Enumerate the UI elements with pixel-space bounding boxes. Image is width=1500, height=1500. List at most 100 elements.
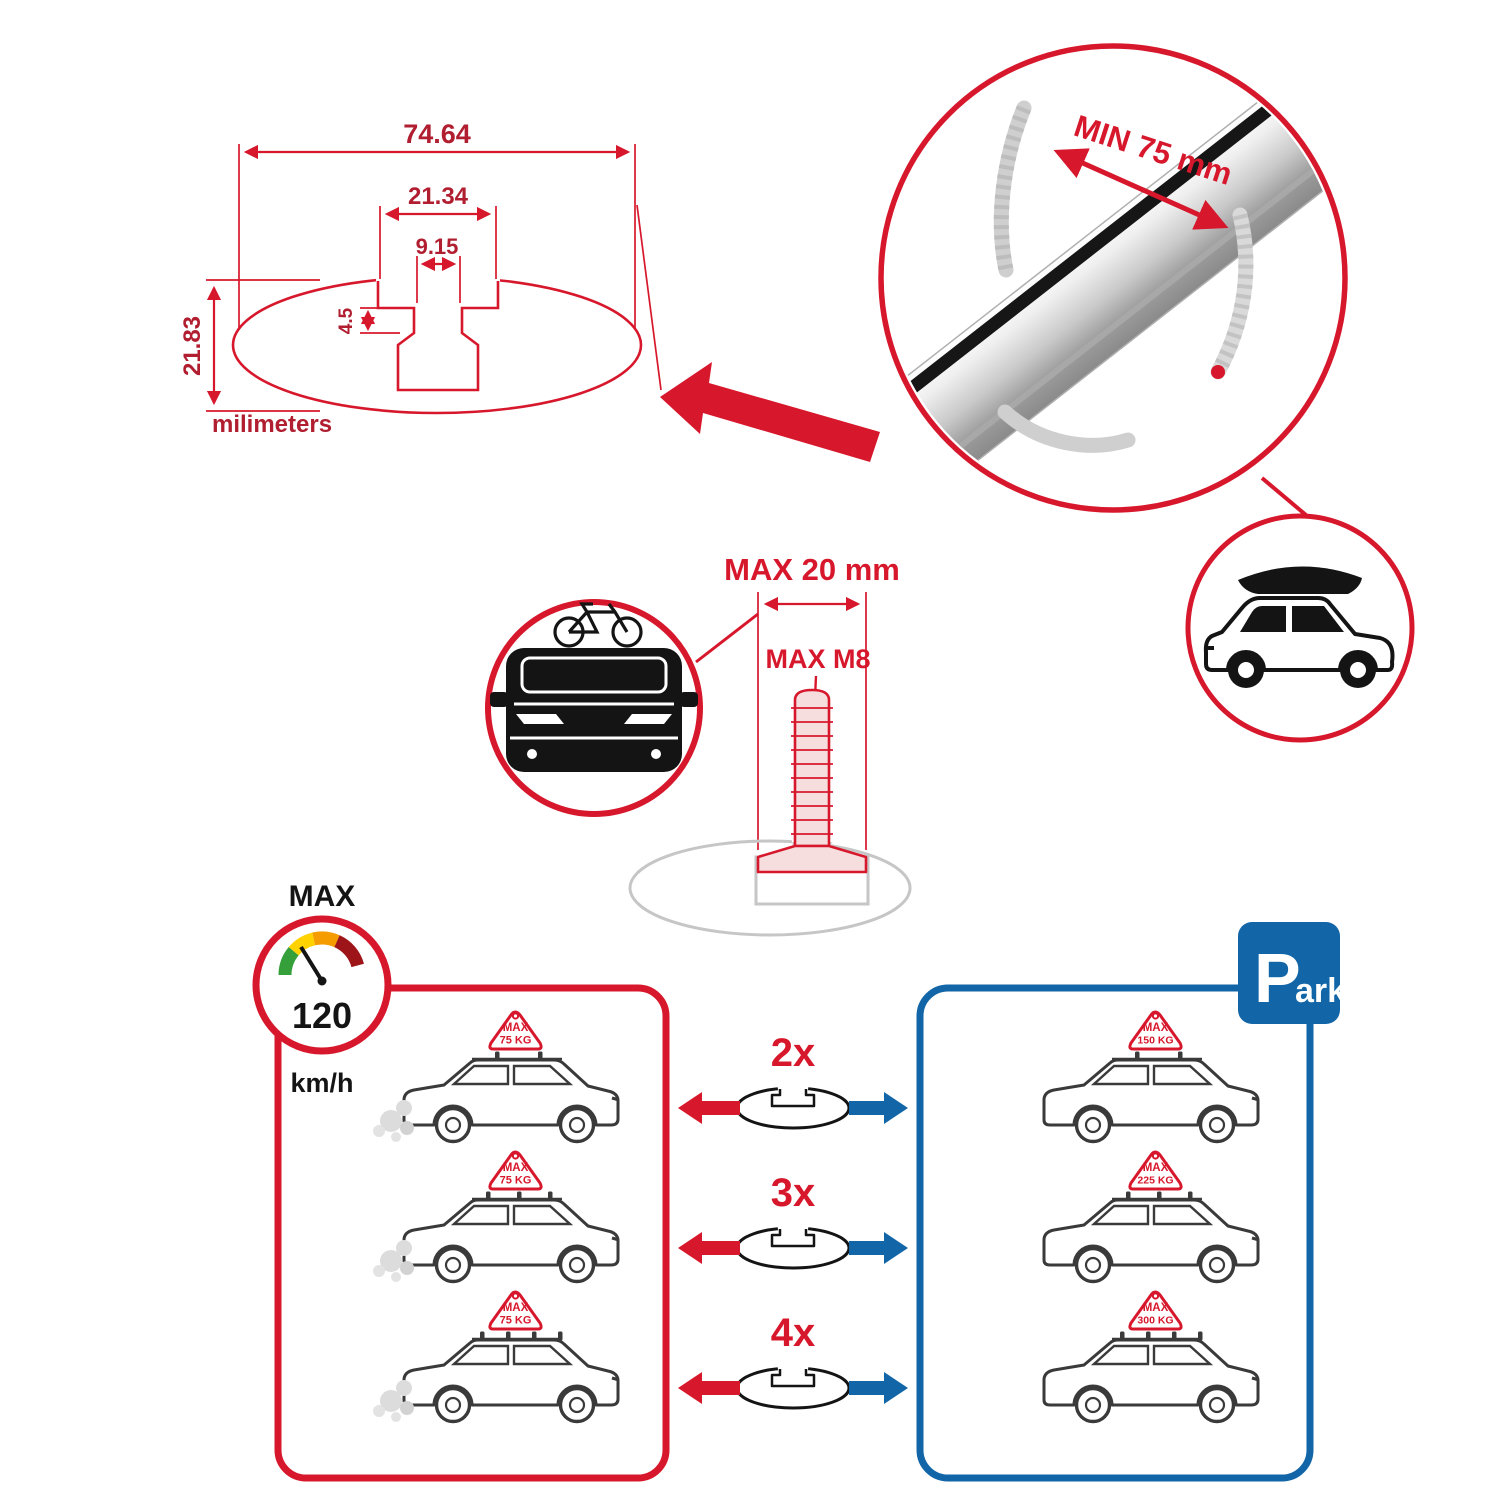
bar-count-row-1: 2x — [678, 1031, 908, 1128]
bar-count-label: 3x — [771, 1171, 816, 1215]
crossbar-body — [886, 78, 1340, 492]
bar-count-label: 4x — [771, 1311, 816, 1355]
park-sign: P ark — [1238, 922, 1346, 1024]
left-mirror — [490, 692, 508, 707]
gauge-segment-orange — [312, 931, 340, 948]
profile-ellipse — [231, 275, 643, 415]
bar-count-row-3: 4x — [678, 1311, 908, 1408]
suv-front-window — [1240, 606, 1286, 632]
strap-ribbing-right — [1211, 213, 1254, 376]
roof-bars-2 — [1135, 1051, 1183, 1061]
roof-bars-2 — [495, 1051, 543, 1061]
dim-total-width: 74.64 — [238, 119, 662, 391]
load-sign: MAX 75 KG — [488, 1010, 543, 1051]
load-sign: MAX 75 KG — [488, 1290, 543, 1331]
gauge-segment-red — [334, 935, 364, 968]
right-mirror — [680, 692, 698, 707]
parked-car-3: MAX 300 KG — [1042, 1290, 1261, 1424]
bolt-diagram: MAX 20 mm MAX M8 — [628, 552, 912, 937]
mounting-strap-bottom — [997, 404, 1136, 453]
sign-title: MAX — [503, 1162, 529, 1174]
parking-panel: MAX 150 KG MAX 225 KG MAX 300 KG — [916, 922, 1346, 1482]
sign-weight: 150 KG — [1137, 1035, 1173, 1047]
bar-count-label: 2x — [771, 1031, 816, 1075]
profile-dimension-diagram: 74.64 21.34 9.15 4.5 21.83 — [179, 119, 662, 438]
gauge-segment-green — [278, 947, 299, 976]
park-sign-plate — [1238, 922, 1340, 1024]
pointer-arrow — [660, 362, 880, 462]
units-label: milimeters — [212, 411, 332, 438]
bar-count-column: 2x 3x 4x — [678, 1031, 908, 1408]
suv-front-hub — [1238, 662, 1254, 678]
strap-anchor-dot — [1211, 365, 1225, 379]
vehicle-front-callout — [485, 599, 759, 817]
gauge-segment-yellow — [288, 932, 316, 956]
dim-total-height-label: 21.83 — [179, 316, 206, 376]
suv-rear-window — [1292, 606, 1344, 632]
sign-title: MAX — [1143, 1162, 1169, 1174]
dim-step-depth: 4.5 — [336, 307, 414, 334]
bicycle-icon — [553, 602, 643, 648]
dim-total-height: 21.83 — [179, 279, 320, 412]
dim-slot-outer: 21.34 — [379, 183, 497, 279]
park-sign-p: P — [1254, 939, 1301, 1017]
left-headlight — [516, 714, 564, 724]
driving-car-3: MAX 75 KG — [373, 1290, 621, 1424]
bolt-thread-ridges — [791, 707, 833, 835]
roof-bars-3 — [1126, 1191, 1193, 1201]
suv-with-roof-box — [1203, 566, 1395, 688]
right-arrow-icon — [849, 1232, 908, 1264]
driving-car-1: MAX 75 KG — [373, 1010, 621, 1144]
parked-car-2: MAX 225 KG — [1042, 1150, 1261, 1284]
right-arrow-icon — [849, 1092, 908, 1124]
speed-limit-gauge: MAX 120 km/h — [252, 880, 392, 1098]
driving-car-2: MAX 75 KG — [373, 1150, 621, 1284]
min-span-arrow — [1053, 148, 1229, 230]
load-sign: MAX 75 KG — [488, 1150, 543, 1191]
slot-top-erase — [375, 273, 501, 284]
sign-weight: 75 KG — [500, 1315, 532, 1327]
sign-title: MAX — [503, 1302, 529, 1314]
bar-detail-callout: MIN 75 mm — [660, 43, 1348, 539]
gauge-arc-segments — [278, 931, 364, 976]
roof-bars-4 — [1120, 1331, 1203, 1341]
gauge-title: MAX — [289, 880, 356, 913]
sign-title: MAX — [1143, 1022, 1169, 1034]
load-sign: MAX 225 KG — [1128, 1150, 1183, 1191]
gauge-value: 120 — [292, 995, 352, 1036]
bolt-shaft — [793, 688, 831, 848]
sign-title: MAX — [1143, 1302, 1169, 1314]
left-arrow-icon — [678, 1092, 740, 1124]
dim-step-depth-label: 4.5 — [336, 307, 357, 334]
dim-slot-inner-label: 9.15 — [416, 234, 459, 259]
left-arrow-icon — [678, 1232, 740, 1264]
windshield — [520, 656, 668, 694]
dim-total-width-label: 74.64 — [403, 119, 471, 149]
bar-count-row-2: 3x — [678, 1171, 908, 1268]
sign-weight: 75 KG — [500, 1175, 532, 1187]
sign-weight: 75 KG — [500, 1035, 532, 1047]
sign-weight: 225 KG — [1137, 1175, 1173, 1187]
max-width-label: MAX 20 mm — [724, 552, 900, 587]
right-fog-light — [651, 749, 661, 759]
sign-title: MAX — [503, 1022, 529, 1034]
left-fog-light — [527, 749, 537, 759]
ghost-profile-ellipse — [628, 839, 912, 937]
roof-box — [1238, 566, 1362, 594]
roof-bars-4 — [480, 1331, 563, 1341]
park-sign-rest: ark — [1295, 972, 1346, 1010]
gauge-units: km/h — [290, 1068, 353, 1098]
gauge-needle — [299, 945, 324, 983]
t-bolt — [756, 688, 868, 874]
car-front-view — [490, 648, 698, 772]
left-arrow-icon — [678, 1372, 740, 1404]
dim-slot-inner: 9.15 — [416, 234, 461, 303]
front-callout-connector — [695, 612, 759, 664]
profile-t-slot — [376, 281, 500, 392]
sign-weight: 300 KG — [1137, 1315, 1173, 1327]
load-sign: MAX 150 KG — [1128, 1010, 1183, 1051]
strap-ribbing-left — [993, 105, 1031, 272]
load-sign: MAX 300 KG — [1128, 1290, 1183, 1331]
roof-bars-3 — [486, 1191, 553, 1201]
